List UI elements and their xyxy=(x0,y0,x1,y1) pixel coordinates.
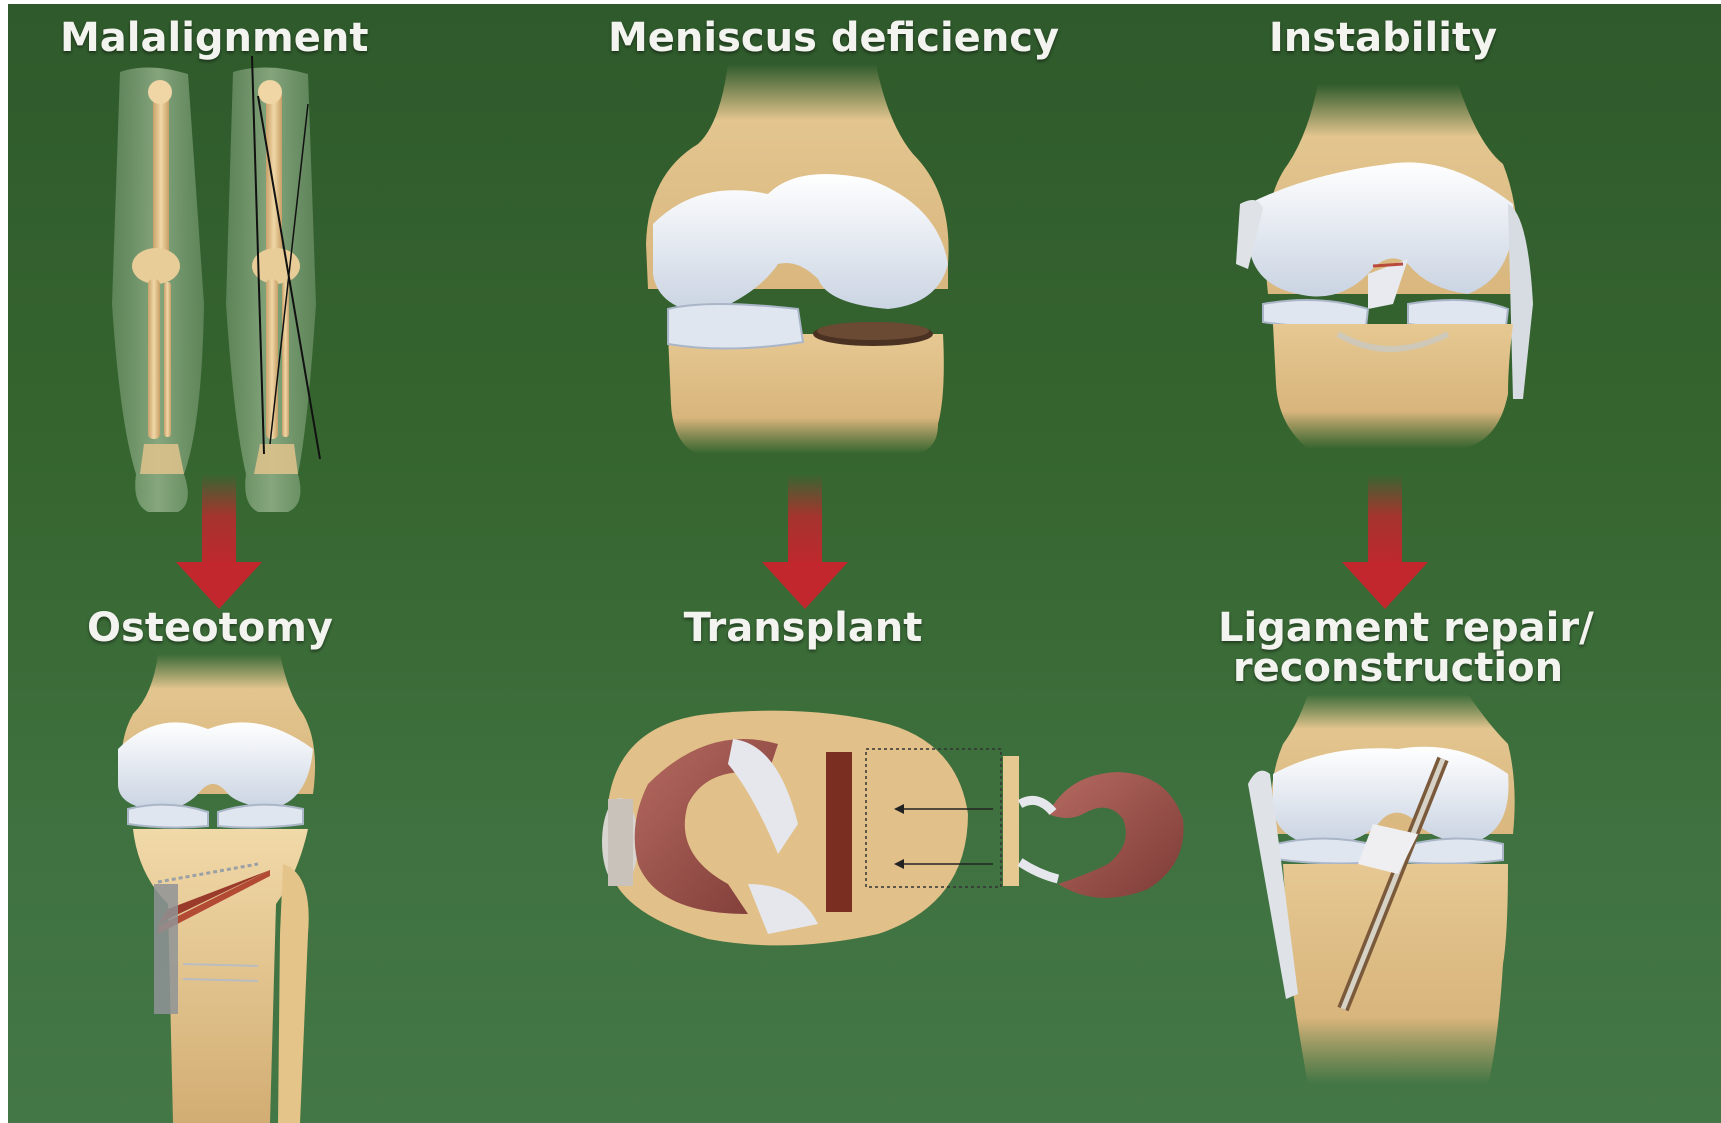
legs-alignment-icon xyxy=(112,56,320,512)
arrow-down-icon xyxy=(1342,474,1428,609)
label-ligament-repair-line1: Ligament repair/ xyxy=(1218,608,1578,648)
label-transplant: Transplant xyxy=(658,608,948,648)
label-instability: Instability xyxy=(1238,18,1528,58)
label-ligament-repair-line2: reconstruction xyxy=(1218,648,1578,688)
diagram-panel: Malalignment Meniscus deficiency Instabi… xyxy=(8,4,1721,1123)
arrow-down-icon xyxy=(762,474,848,609)
osteotomy-knee-icon xyxy=(118,654,315,1123)
knee-ligament-icon xyxy=(1236,84,1533,449)
knee-meniscus-icon xyxy=(646,64,949,454)
label-ligament-repair-reconstruction: Ligament repair/ reconstruction xyxy=(1218,608,1578,688)
ligament-reconstruction-icon xyxy=(1248,694,1515,1084)
label-meniscus-deficiency: Meniscus deficiency xyxy=(608,18,998,58)
meniscus-transplant-icon xyxy=(602,711,1184,946)
label-osteotomy: Osteotomy xyxy=(80,608,340,648)
diagram-artwork xyxy=(8,4,1721,1123)
label-malalignment: Malalignment xyxy=(60,18,360,58)
